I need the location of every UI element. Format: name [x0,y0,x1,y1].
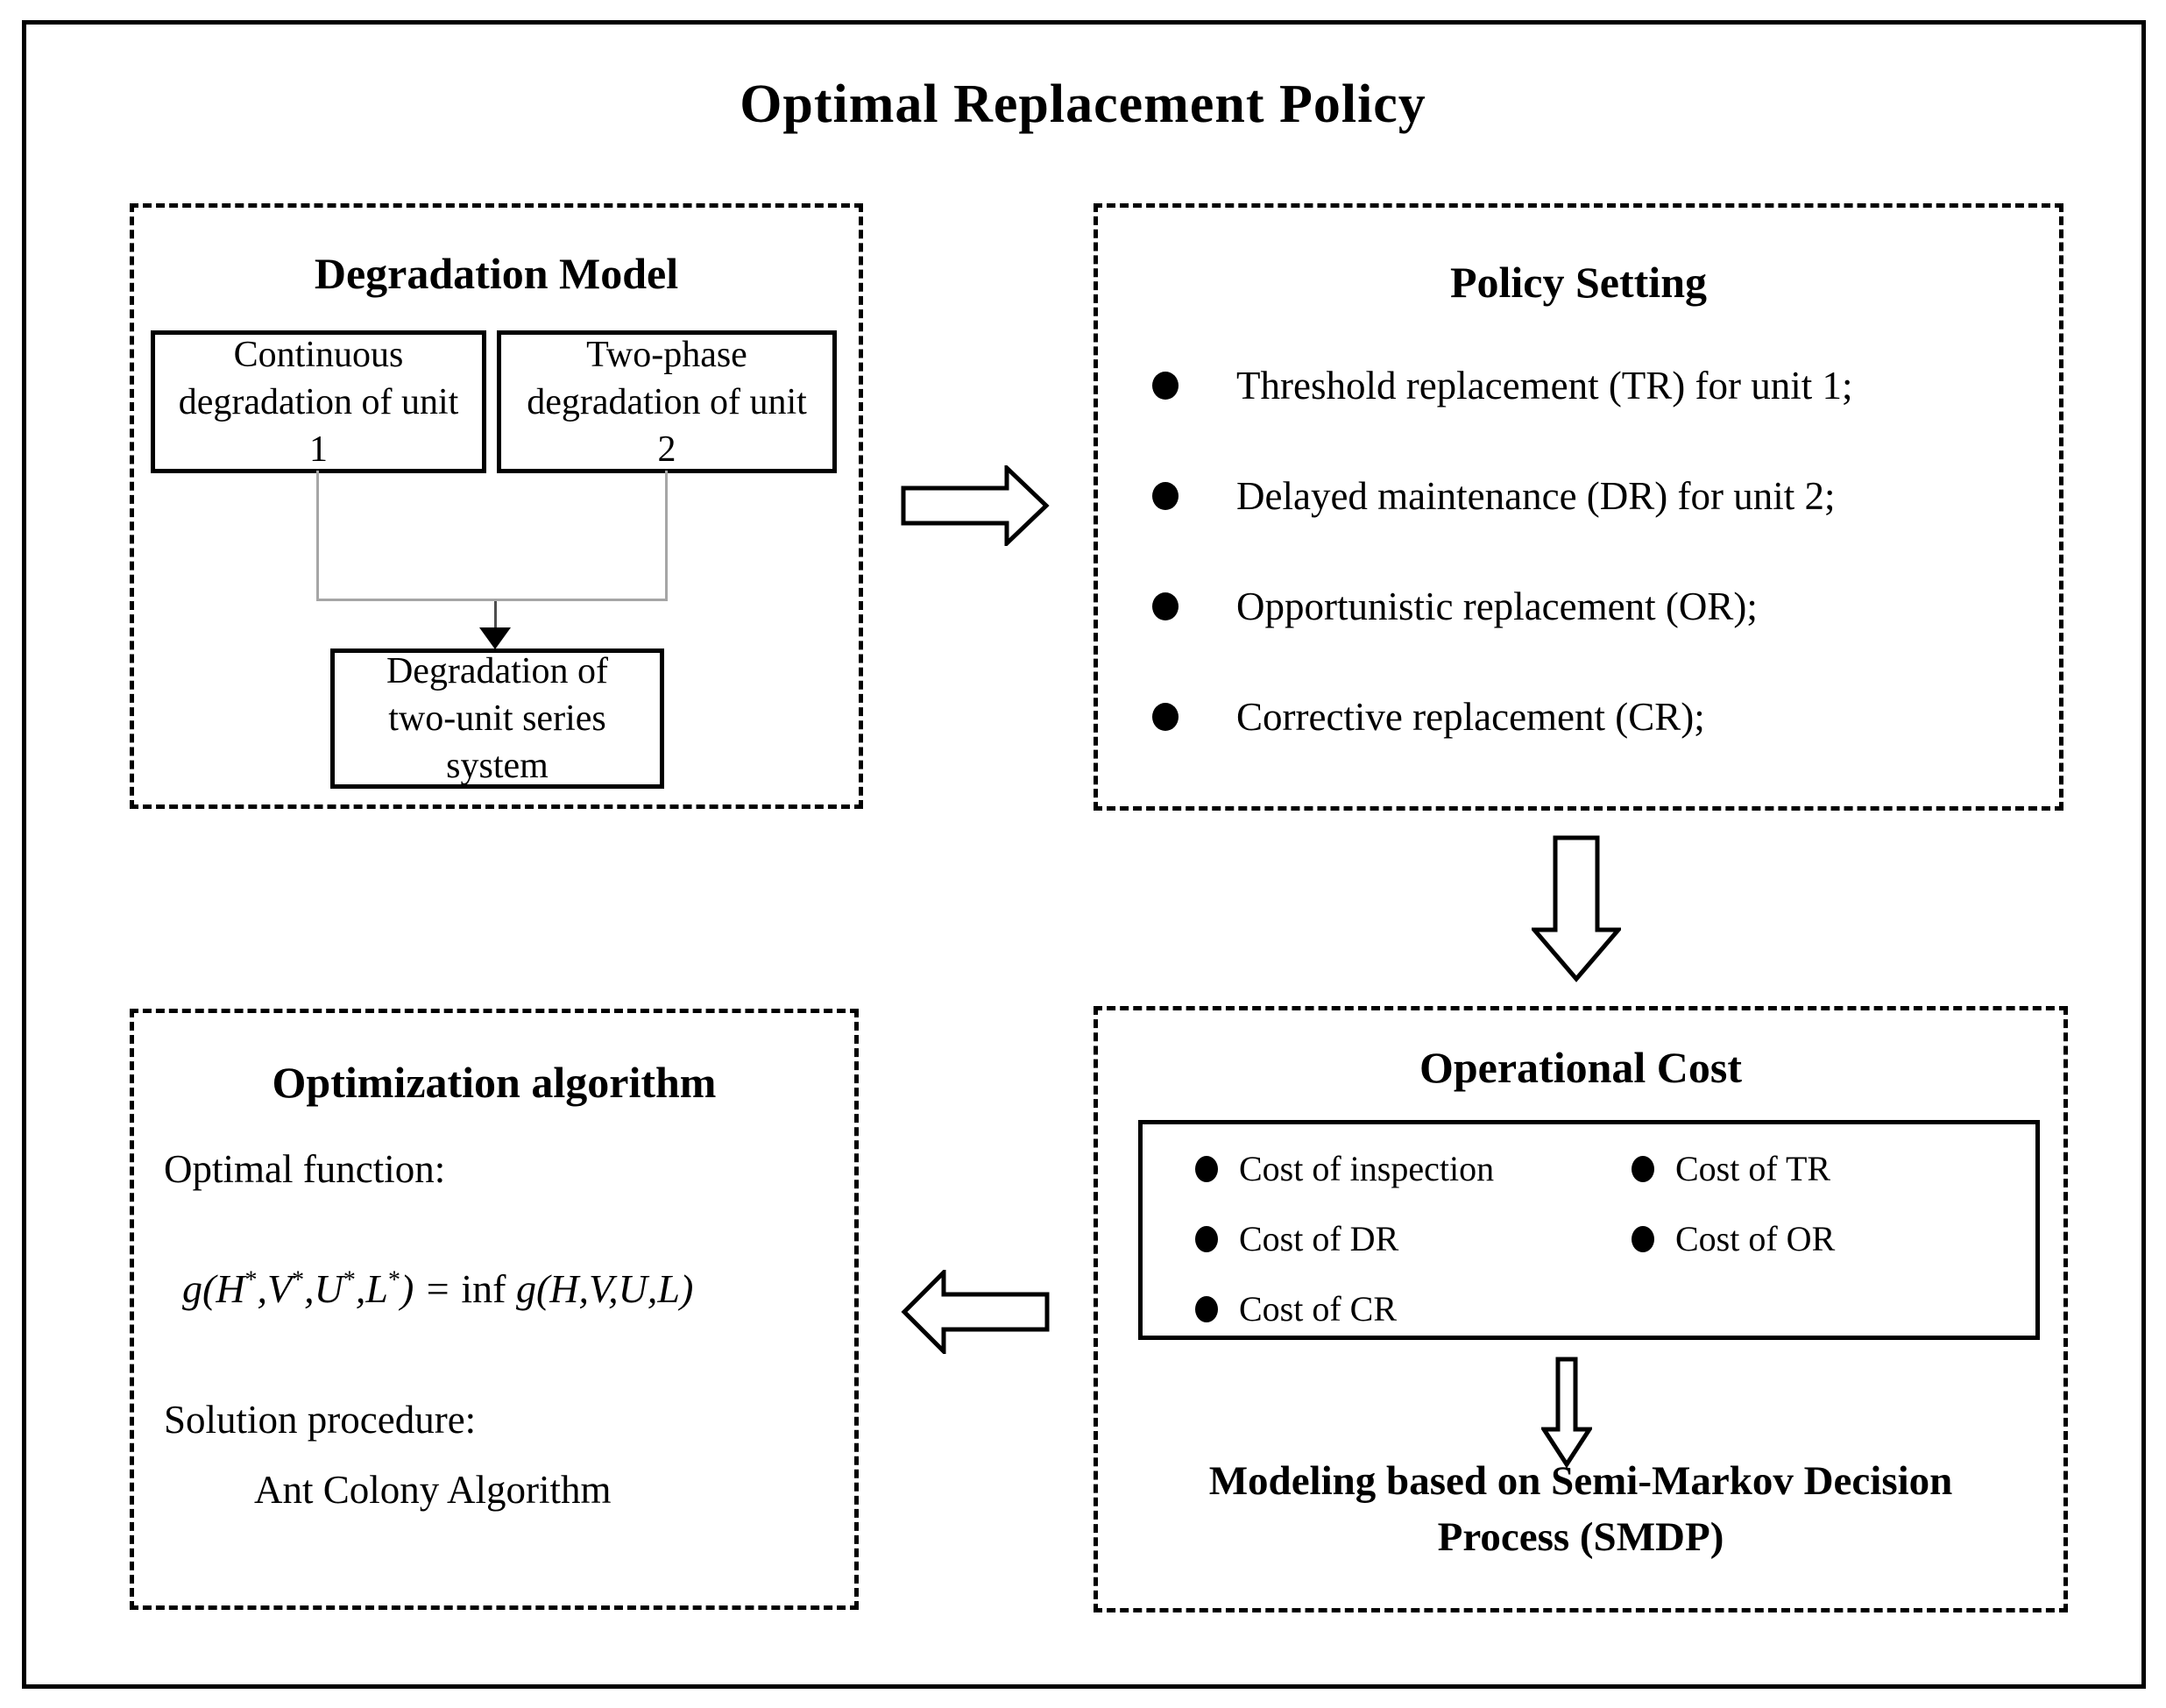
cost-item-label: Cost of OR [1675,1219,1836,1258]
connector-line-unit2 [665,471,668,601]
bullet-icon [1152,703,1179,731]
list-item: Cost of inspection [1195,1145,1494,1193]
bullet-icon [1195,1226,1218,1252]
bullet-icon [1152,372,1179,400]
optimization-algorithm-panel: Optimization algorithm Optimal function:… [130,1009,859,1610]
degradation-model-title: Degradation Model [314,249,679,298]
list-item: Cost of CR [1195,1286,1494,1333]
bullet-icon [1632,1226,1654,1252]
policy-item-label: Opportunistic replacement (OR); [1236,585,1758,628]
unit1-degradation-label: Continuous degradation of unit 1 [178,334,459,470]
down-arrowhead-icon [479,627,511,649]
connector-arrow-stem [494,601,497,629]
policy-setting-panel: Policy Setting Threshold replacement (TR… [1094,203,2063,811]
series-system-box: Degradation of two-unit series system [330,648,664,789]
optimization-title: Optimization algorithm [272,1058,717,1107]
cost-item-label: Cost of inspection [1239,1149,1495,1188]
list-item: Corrective replacement (CR); [1152,691,2042,743]
cost-right-column: Cost of TR Cost of OR [1632,1145,1835,1286]
list-item: Delayed maintenance (DR) for unit 2; [1152,470,2042,522]
page-title: Optimal Replacement Policy [740,74,1426,134]
solution-procedure-value: Ant Colony Algorithm [254,1468,612,1512]
policy-item-label: Delayed maintenance (DR) for unit 2; [1236,474,1836,518]
policy-setting-title: Policy Setting [1449,258,1708,307]
bullet-icon [1195,1296,1218,1322]
list-item: Cost of DR [1195,1215,1494,1263]
solution-procedure-label: Solution procedure: [164,1398,477,1442]
cost-item-label: Cost of CR [1239,1289,1398,1329]
list-item: Opportunistic replacement (OR); [1152,580,2042,633]
smdp-modeling-line1: Modeling based on Semi-Markov Decision [1208,1458,1953,1504]
cost-item-label: Cost of DR [1239,1219,1399,1258]
bullet-icon [1152,592,1179,620]
operational-cost-title: Operational Cost [1419,1043,1743,1092]
unit2-degradation-label: Two-phase degradation of unit 2 [527,334,807,470]
unit2-degradation-box: Two-phase degradation of unit 2 [497,330,837,473]
cost-item-label: Cost of TR [1675,1149,1831,1188]
down-block-arrow-icon [1532,835,1621,982]
series-system-label: Degradation of two-unit series system [386,651,609,786]
outer-frame [22,20,2146,1689]
policy-items-list: Threshold replacement (TR) for unit 1; D… [1152,359,2042,801]
list-item: Threshold replacement (TR) for unit 1; [1152,359,2042,412]
cost-left-column: Cost of inspection Cost of DR Cost of CR [1195,1145,1494,1356]
degradation-model-panel: Degradation Model Continuous degradation… [130,203,863,809]
list-item: Cost of OR [1632,1215,1835,1263]
list-item: Cost of TR [1632,1145,1835,1193]
cost-items-box: Cost of inspection Cost of DR Cost of CR… [1138,1120,2040,1340]
optimal-function-label: Optimal function: [164,1147,446,1191]
bullet-icon [1152,482,1179,510]
policy-item-label: Corrective replacement (CR); [1236,695,1705,739]
smdp-modeling-text: Modeling based on Semi-Markov Decision P… [1098,1453,2063,1565]
left-block-arrow-icon [901,1270,1050,1354]
connector-line-horizontal [316,599,668,601]
small-down-block-arrow-icon [1541,1357,1592,1468]
right-block-arrow-icon [901,465,1050,546]
operational-cost-panel: Operational Cost Cost of inspection Cost… [1094,1006,2068,1612]
optimal-function-formula: g(H*,V*,U*,L*) = inf g(H,V,U,L) [182,1266,694,1311]
policy-item-label: Threshold replacement (TR) for unit 1; [1236,364,1853,408]
unit1-degradation-box: Continuous degradation of unit 1 [151,330,486,473]
connector-line-unit1 [316,471,319,601]
bullet-icon [1632,1156,1654,1182]
bullet-icon [1195,1156,1218,1182]
smdp-modeling-line2: Process (SMDP) [1437,1514,1724,1560]
